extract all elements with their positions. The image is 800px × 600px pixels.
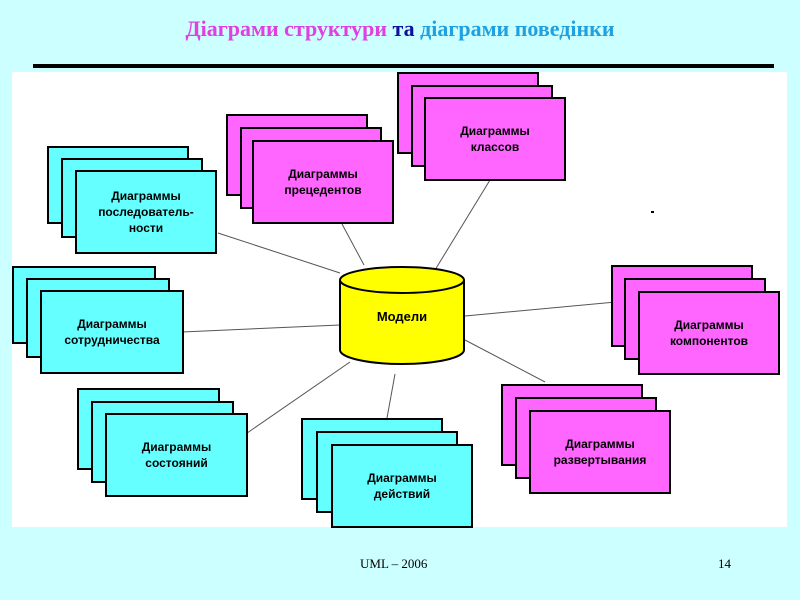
node-class: Диаграммы классов bbox=[397, 72, 566, 181]
connector-component bbox=[464, 299, 639, 317]
node-activity-front: Диаграммы действий bbox=[331, 444, 473, 528]
node-label: Диаграммы сотрудничества bbox=[64, 317, 160, 347]
node-label: Диаграммы компонентов bbox=[669, 318, 749, 348]
title-divider bbox=[33, 64, 774, 68]
database-icon bbox=[339, 266, 465, 365]
node-sequence-front: Диаграммы последователь- ности bbox=[75, 170, 217, 254]
node-component: Диаграммы компонентов bbox=[611, 265, 780, 375]
node-class-front: Диаграммы классов bbox=[424, 97, 566, 181]
node-sequence: Диаграммы последователь- ности bbox=[47, 146, 217, 254]
node-label: Диаграммы классов bbox=[460, 124, 530, 154]
node-label: Диаграммы последователь- ности bbox=[98, 189, 194, 235]
node-state-front: Диаграммы состояний bbox=[105, 413, 248, 497]
title-part-behavior: діаграми поведінки bbox=[420, 16, 615, 41]
node-collaboration: Диаграммы сотрудничества bbox=[12, 266, 184, 374]
node-activity: Диаграммы действий bbox=[301, 418, 473, 528]
node-label: Диаграммы развертывания bbox=[553, 437, 647, 467]
node-component-front: Диаграммы компонентов bbox=[638, 291, 780, 375]
connector-class bbox=[434, 179, 491, 271]
center-model-cylinder: Модели bbox=[339, 266, 465, 366]
connector-usecase bbox=[341, 223, 365, 266]
connector-deployment bbox=[464, 339, 546, 383]
center-label: Модели bbox=[376, 308, 428, 324]
stray-mark bbox=[651, 211, 654, 213]
node-label: Диаграммы действий bbox=[367, 471, 437, 501]
footer-text: UML – 2006 bbox=[360, 556, 428, 571]
node-deployment-front: Диаграммы развертывания bbox=[529, 410, 671, 494]
node-collaboration-front: Диаграммы сотрудничества bbox=[40, 290, 184, 374]
node-usecase: Диаграммы прецедентов bbox=[226, 114, 394, 224]
node-label: Диаграммы состояний bbox=[141, 440, 212, 470]
node-label: Диаграммы прецедентов bbox=[284, 167, 362, 197]
title-part-structure: Діаграми структури bbox=[185, 16, 388, 41]
page-number: 14 bbox=[718, 556, 731, 571]
slide-title: Діаграми структури та діаграми поведінки bbox=[0, 16, 800, 42]
connector-collaboration bbox=[181, 324, 341, 333]
connector-state bbox=[236, 361, 351, 441]
node-state: Диаграммы состояний bbox=[77, 388, 248, 497]
node-deployment: Диаграммы развертывания bbox=[501, 384, 671, 494]
connector-sequence bbox=[217, 232, 341, 274]
node-usecase-front: Диаграммы прецедентов bbox=[252, 140, 394, 224]
title-part-and: та bbox=[392, 16, 415, 41]
